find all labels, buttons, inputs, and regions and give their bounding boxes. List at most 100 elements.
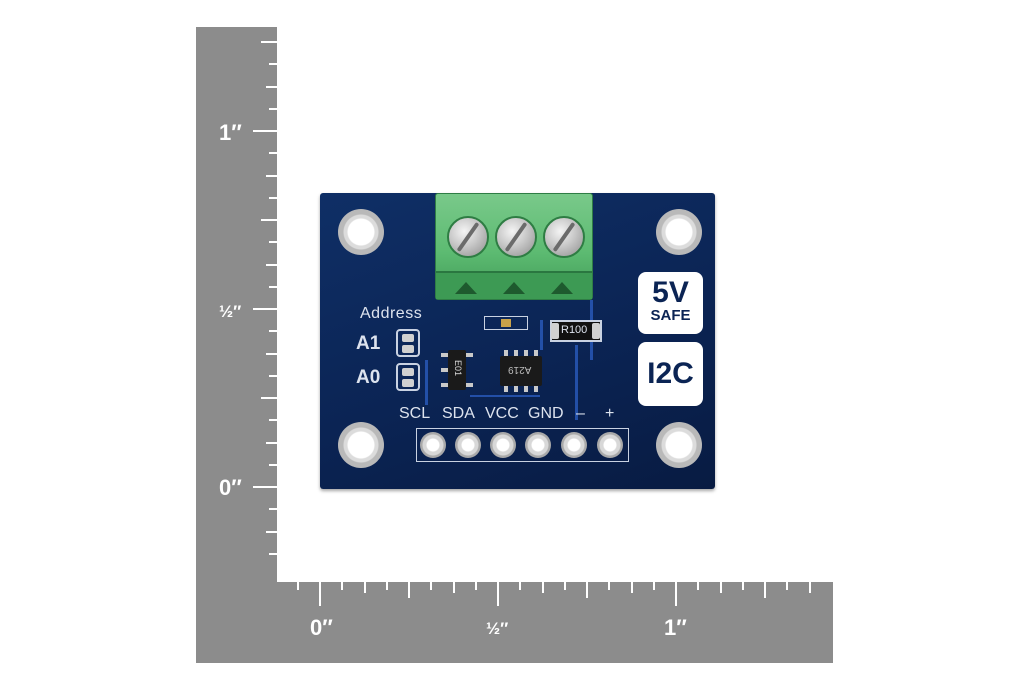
ruler-tick (269, 330, 277, 332)
ic-lead (514, 386, 518, 392)
horizontal-ruler (196, 582, 833, 663)
ruler-tick (720, 582, 722, 593)
ruler-label-half-vertical: ½″ (219, 302, 242, 321)
jumper-a0-label: A0 (356, 367, 381, 388)
ruler-tick (266, 264, 277, 266)
badge-5v-text: 5V (652, 276, 689, 309)
ruler-tick (266, 531, 277, 533)
sot-lead (441, 353, 448, 357)
jumper-pad (402, 345, 414, 353)
mounting-hole-bottom-right (656, 422, 702, 468)
resistor-marking: R100 (561, 324, 588, 336)
mounting-hole-bottom-left (338, 422, 384, 468)
ruler-tick (269, 197, 277, 199)
ruler-tick (266, 86, 277, 88)
header-pin-vcc (490, 432, 516, 458)
ic-marking: A219 (508, 364, 532, 375)
ruler-tick (653, 582, 655, 590)
header-pin-sda (455, 432, 481, 458)
ruler-tick (269, 241, 277, 243)
sensor-ic: A219 (500, 356, 542, 386)
ruler-tick (253, 308, 277, 310)
sot-lead (466, 383, 473, 387)
resistor-pad (592, 323, 600, 339)
mounting-hole-top-right (656, 209, 702, 255)
ruler-tick (675, 582, 677, 606)
header-pin-scl (420, 432, 446, 458)
jumper-a0 (396, 363, 420, 391)
pin-label-scl: SCL (399, 405, 431, 422)
pin-label-sda: SDA (442, 405, 475, 422)
badge-5v-safe: 5V SAFE (638, 272, 703, 334)
ruler-tick (497, 582, 499, 606)
ruler-tick (266, 442, 277, 444)
jumper-a1-label: A1 (356, 333, 381, 354)
ic-lead (524, 386, 528, 392)
resistor: R100 (550, 320, 602, 342)
mounting-hole-top-left (338, 209, 384, 255)
ic-lead (534, 350, 538, 356)
ruler-tick (253, 486, 277, 488)
ruler-tick (297, 582, 299, 590)
trace (425, 360, 428, 405)
sot-marking: E01 (453, 359, 464, 377)
ruler-label-1in-horizontal: 1″ (664, 615, 687, 640)
ruler-tick (786, 582, 788, 590)
ruler-tick (608, 582, 610, 590)
ruler-tick (269, 553, 277, 555)
ruler-tick (269, 152, 277, 154)
sot-lead (441, 368, 448, 372)
jumper-pad (402, 334, 414, 342)
trace (470, 395, 540, 397)
ruler-tick (475, 582, 477, 590)
pin-label-vcc: VCC (485, 405, 519, 422)
header-pin-plus (597, 432, 623, 458)
ruler-tick (269, 286, 277, 288)
ic-lead (504, 386, 508, 392)
header-pin-gnd (525, 432, 551, 458)
jumper-a1 (396, 329, 420, 357)
ruler-tick (253, 130, 277, 132)
sot-lead (441, 383, 448, 387)
pin-label-gnd: GND (528, 405, 564, 422)
ruler-tick (364, 582, 366, 593)
ruler-label-half-horizontal: ½″ (486, 619, 509, 638)
ruler-tick (386, 582, 388, 590)
ic-lead (534, 386, 538, 392)
vertical-ruler (196, 27, 277, 663)
ruler-tick (269, 63, 277, 65)
ruler-tick (742, 582, 744, 590)
badge-i2c-text: I2C (647, 357, 694, 390)
sot-component: E01 (448, 350, 466, 390)
badge-safe-text: SAFE (650, 307, 691, 324)
ruler-tick (269, 464, 277, 466)
ruler-label-0in-vertical: 0″ (219, 475, 242, 500)
wire-slot (551, 282, 573, 294)
ruler-tick (266, 175, 277, 177)
ruler-tick (764, 582, 766, 598)
sot-lead (466, 353, 473, 357)
badge-i2c: I2C (638, 342, 703, 406)
pin-label-minus: – (576, 405, 585, 422)
ruler-label-1in-vertical: 1″ (219, 120, 242, 145)
ruler-tick (408, 582, 410, 598)
ruler-tick (631, 582, 633, 593)
ruler-tick (261, 397, 277, 399)
ruler-tick (269, 419, 277, 421)
ruler-tick (586, 582, 588, 598)
address-label: Address (360, 305, 423, 322)
ruler-tick (266, 353, 277, 355)
ruler-tick (341, 582, 343, 590)
trace (540, 320, 543, 350)
trace (575, 345, 578, 420)
ruler-tick (430, 582, 432, 590)
wire-slot (455, 282, 477, 294)
resistor-pad (551, 323, 559, 339)
header-pin-minus (561, 432, 587, 458)
jumper-pad (402, 368, 414, 376)
ic-lead (504, 350, 508, 356)
capacitor (484, 316, 528, 330)
screw-icon (495, 216, 537, 258)
wire-slot (503, 282, 525, 294)
ruler-tick (269, 375, 277, 377)
